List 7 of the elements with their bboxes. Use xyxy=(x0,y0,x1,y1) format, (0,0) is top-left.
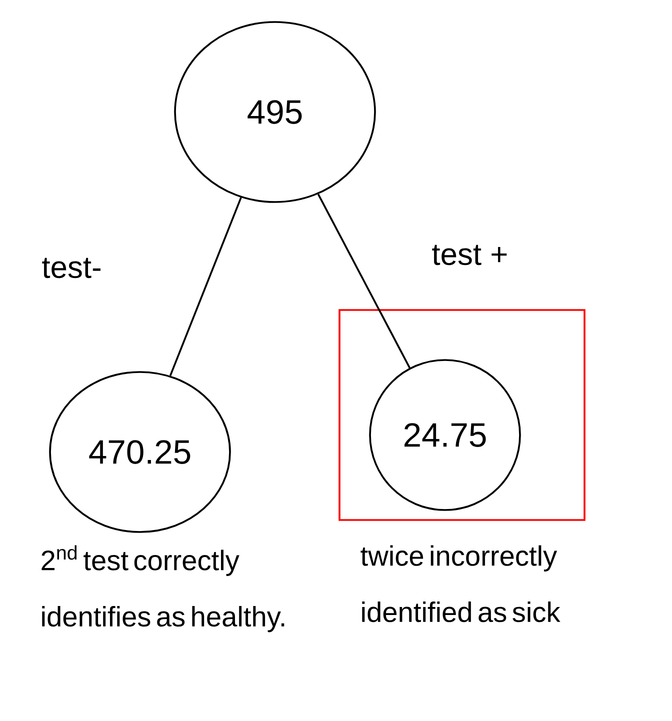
edge-label: test- xyxy=(42,258,100,278)
highlight-frame xyxy=(338,309,586,521)
note-text: 2$^{nd}$ test correctly identifies as healthy. xyxy=(42,545,284,632)
connector-line xyxy=(317,194,410,368)
note-text: twice incorrectly identified as sick xyxy=(360,545,560,622)
connector-line xyxy=(169,197,242,376)
edge-label: test + xyxy=(432,244,507,266)
